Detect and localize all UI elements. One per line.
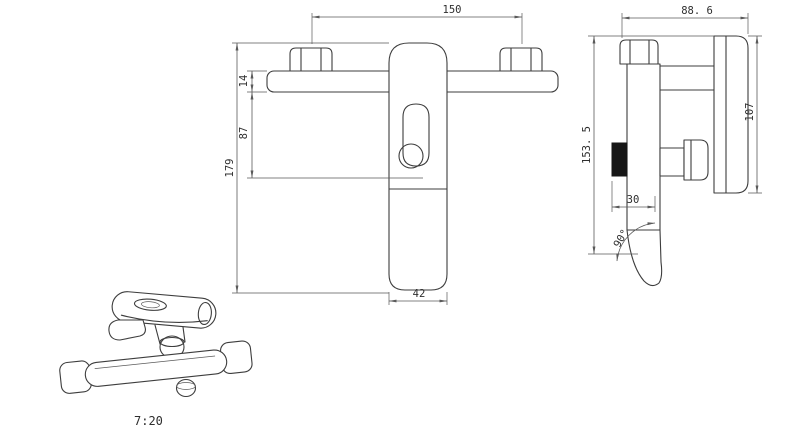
hex-nut-side — [619, 39, 659, 65]
bar-side-lines — [659, 65, 715, 91]
dim-label-179: 179 — [224, 159, 236, 178]
dim-label-150: 150 — [443, 4, 462, 16]
dim-label-107: 107 — [744, 103, 756, 122]
dim-label-153-5: 153. 5 — [581, 126, 593, 164]
iso-inlet-bar-group — [59, 340, 253, 394]
front-extension-lines — [232, 13, 523, 305]
side-extension-lines — [588, 13, 762, 255]
front-seal-dark — [611, 142, 628, 177]
dim-label-42: 42 — [413, 288, 426, 300]
lever-slot — [402, 103, 430, 167]
outlet-neck — [659, 147, 685, 177]
faucet-body-front — [388, 42, 448, 291]
iso-inlet-bar — [84, 349, 228, 387]
hex-nut-left — [289, 47, 333, 72]
iso-hose-outlet — [175, 378, 197, 398]
dim-label-87: 87 — [238, 127, 250, 140]
iso-spout-stub — [108, 319, 146, 341]
dim-label-88-6: 88. 6 — [681, 5, 713, 17]
hex-nut-right-facets — [510, 47, 532, 72]
iso-body-end-ellipse — [197, 301, 212, 326]
iso-inlet-bar-face-line — [94, 355, 216, 369]
lever-pivot-circle — [398, 143, 424, 169]
scale-label: 7:20 — [134, 414, 163, 428]
side-view: 88. 6 153. 5 107 30 90° — [581, 5, 762, 287]
wall-plate — [713, 35, 749, 194]
dim-label-30: 30 — [627, 194, 640, 206]
iso-top-oval — [133, 298, 167, 311]
angle-arc-90 — [616, 222, 656, 262]
hex-nut-side-facets — [629, 39, 650, 65]
iso-top-oval-inner — [141, 301, 160, 309]
front-view: 150 179 14 87 42 — [224, 4, 559, 305]
iso-diverter-knob-top — [159, 336, 185, 348]
iso-stem-lines — [154, 324, 186, 345]
iso-hose-outlet-rim — [176, 382, 196, 390]
iso-body-face-line — [120, 314, 208, 324]
outlet-knob — [683, 139, 709, 181]
isometric-view: 7:20 — [59, 291, 253, 428]
dim-label-14: 14 — [238, 75, 250, 88]
hex-nut-right — [499, 47, 543, 72]
iso-top-body-group — [111, 291, 217, 329]
lever-side-profile — [626, 229, 663, 287]
hex-nut-left-facets — [300, 47, 322, 72]
